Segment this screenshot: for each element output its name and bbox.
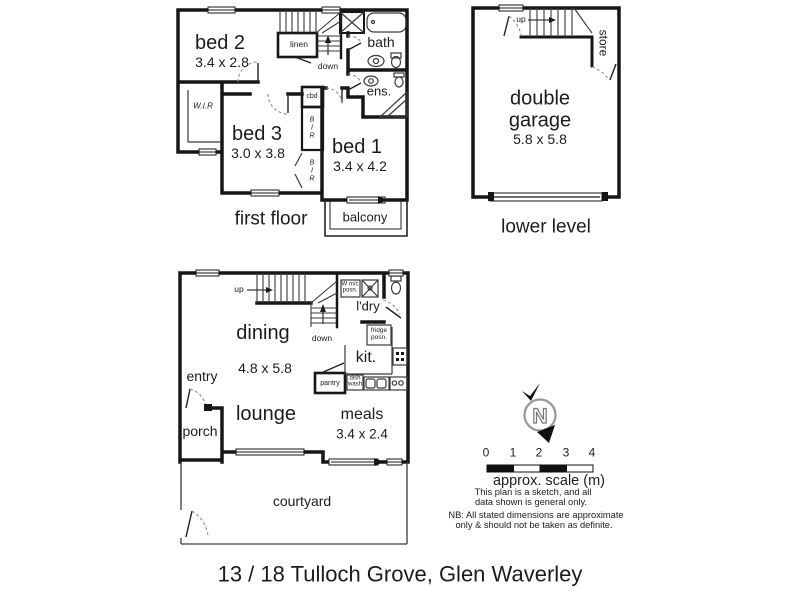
- down-label-ground: down: [311, 333, 333, 344]
- store-label: store: [596, 29, 611, 57]
- dishwash-label: dish wash: [347, 375, 363, 388]
- door-swing-arcs: [189, 15, 610, 536]
- lounge-label: lounge: [235, 402, 297, 425]
- bath-label: bath: [367, 34, 395, 51]
- laundry-label: l'dry: [356, 298, 380, 314]
- meals-dims: 3.4 x 2.4: [336, 426, 388, 442]
- door-leaves: [185, 15, 617, 538]
- garage-dims: 5.8 x 5.8: [513, 131, 567, 148]
- cbd-label: cbd: [306, 93, 318, 101]
- scale-bar: [486, 464, 594, 473]
- fridge-label: fridge posn.: [370, 327, 388, 341]
- wir-label: W.I.R: [193, 101, 213, 111]
- bed2-label: bed 2: [194, 31, 246, 54]
- nb-note-line2: only & should not be taken as definite.: [455, 519, 613, 530]
- compass-icon: N: [522, 383, 557, 443]
- entry-label: entry: [186, 368, 218, 385]
- bir-upper-label: B I R: [309, 116, 315, 139]
- scale-caption: approx. scale (m): [492, 472, 606, 489]
- meals-label: meals: [340, 406, 384, 424]
- garage-door: [488, 192, 608, 202]
- first-floor-stairs: [279, 10, 342, 55]
- garage-label: double garage: [508, 87, 572, 132]
- porch-label: porch: [182, 423, 218, 440]
- scale-tick-2: 2: [535, 445, 543, 460]
- scale-tick-4: 4: [588, 445, 596, 460]
- wmc-label: W m/c posn.: [341, 281, 359, 294]
- courtyard-label: courtyard: [272, 493, 332, 510]
- dining-dims: 4.8 x 5.8: [238, 360, 292, 377]
- bir-lower-label: B I R: [309, 159, 315, 182]
- bed3-dims: 3.0 x 3.8: [231, 145, 285, 162]
- bed3-label: bed 3: [231, 122, 283, 145]
- windows: [195, 4, 524, 466]
- first-floor-caption: first floor: [234, 208, 308, 230]
- garage-stairs: [528, 7, 593, 37]
- ground-floor-fixtures: [340, 275, 408, 391]
- bed1-label: bed 1: [331, 135, 383, 158]
- scale-tick-0: 0: [482, 445, 490, 460]
- linen-label: linen: [290, 39, 308, 50]
- bed2-dims: 3.4 x 2.8: [195, 54, 249, 71]
- garage-walls: [471, 6, 621, 199]
- dining-label: dining: [236, 321, 290, 344]
- bed1-dims: 3.4 x 4.2: [333, 158, 387, 175]
- lower-level-caption: lower level: [501, 216, 591, 238]
- scale-tick-3: 3: [562, 445, 570, 460]
- up-label-garage: up: [516, 14, 526, 25]
- kitchen-label: kit.: [355, 349, 377, 367]
- first-floor-fixtures: [187, 11, 408, 189]
- up-label-ground: up: [234, 284, 244, 295]
- page-title: 13 / 18 Tulloch Grove, Glen Waverley: [217, 561, 583, 587]
- balcony-label: balcony: [342, 209, 388, 225]
- ensuite-label: ens.: [366, 83, 392, 99]
- sliding-doors: [328, 196, 388, 466]
- pantry-label: pantry: [320, 380, 340, 388]
- scale-tick-1: 1: [509, 445, 517, 460]
- gate-opening: [177, 510, 185, 538]
- sketch-note-line1: This plan is a sketch, and all: [474, 486, 592, 497]
- down-label-first: down: [317, 61, 339, 72]
- nb-note-line1: NB: All stated dimensions are approximat…: [448, 509, 624, 520]
- ground-floor-stairs: [247, 273, 338, 327]
- sketch-note-line2: data shown is general only.: [475, 496, 587, 507]
- entry-door-stop: [204, 404, 212, 411]
- compass-north-letter: N: [532, 405, 547, 428]
- balcony-outline: [324, 200, 408, 237]
